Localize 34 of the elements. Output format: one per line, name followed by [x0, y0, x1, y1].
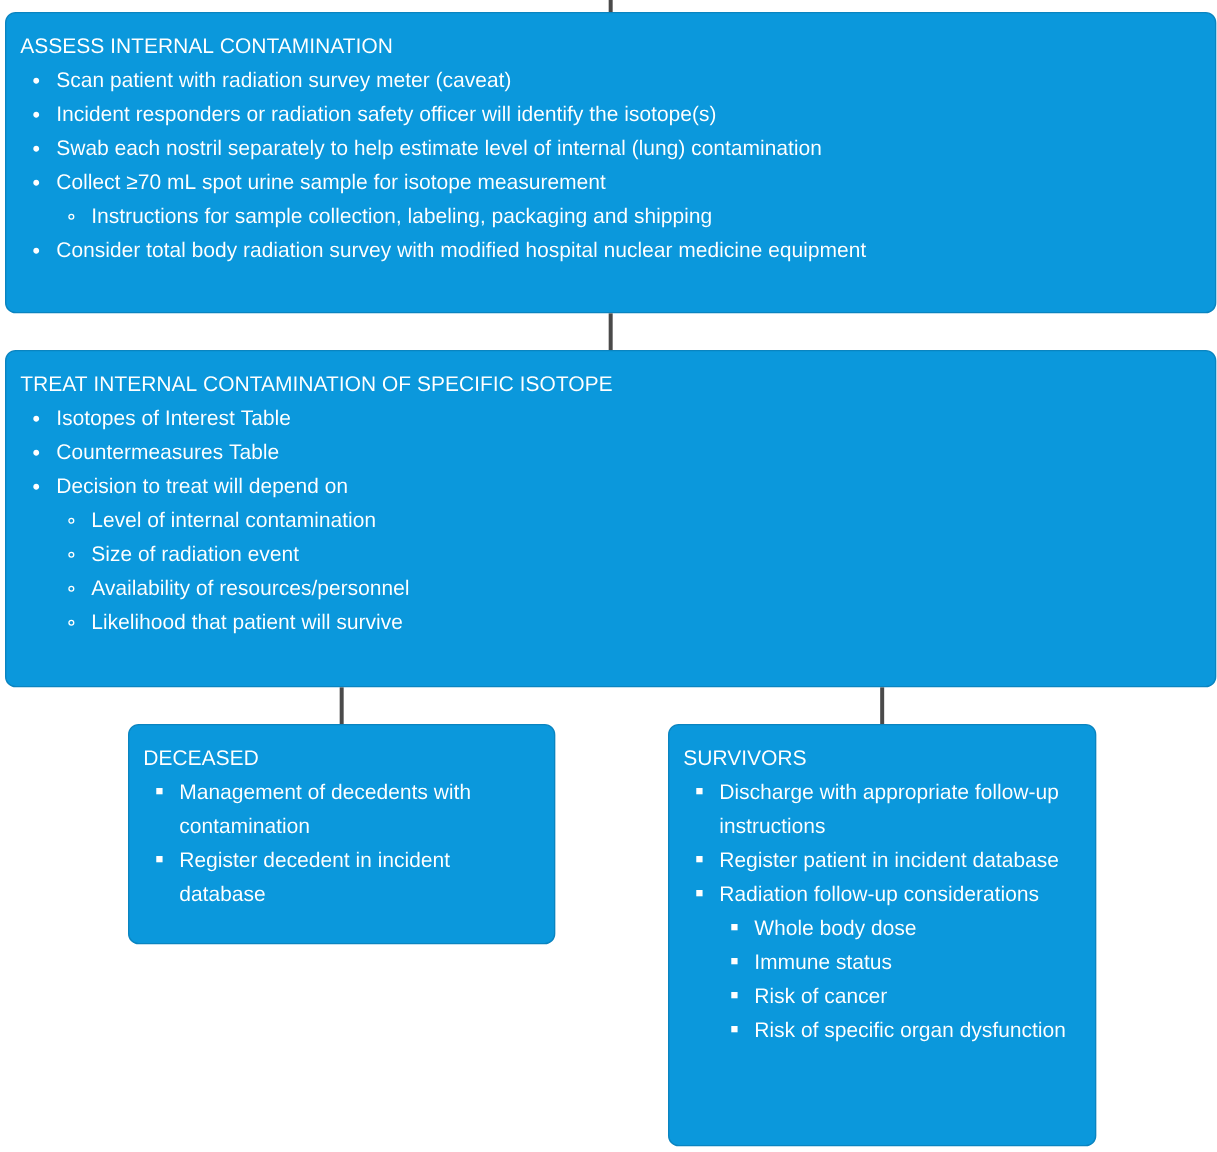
list-item: Discharge with appropriate follow-up instructions [696, 783, 1058, 834]
process-box [5, 350, 1217, 688]
list-item: Risk of specific organ dysfunction [731, 1021, 1065, 1042]
list-item: Decision to treat will depend on [33, 477, 347, 498]
list-item: Consider total body radiation survey with modified hospital nuclear medicine equipment [33, 241, 867, 262]
process-box [5, 12, 1217, 314]
list-item: Whole body dose [731, 919, 916, 940]
process-box [668, 724, 1097, 1147]
list-item: Incident responders or radiation safety officer will identify the isotope(s) [33, 105, 716, 126]
list-item: Immune status [731, 954, 892, 970]
connector-line [880, 687, 885, 724]
list-item: Collect ≥70 mL spot urine sample for isotope measurement [33, 173, 606, 194]
list-item: Register decedent in incident database [156, 851, 450, 902]
connector-line [339, 687, 344, 724]
box-heading: SURVIVORS [684, 750, 806, 766]
box-heading: TREAT INTERNAL CONTAMINATION OF SPECIFIC ISOTOPE [20, 376, 612, 392]
list-item: Isotopes of Interest Table [33, 409, 290, 430]
list-item: Level of internal contamination [68, 511, 375, 528]
list-item: Availability of resources/personnel [68, 579, 409, 600]
process-box [128, 724, 556, 945]
list-item: Register patient in incident database [696, 851, 1058, 872]
box-heading: DECEASED [145, 750, 258, 766]
list-item: Scan patient with radiation survey meter (caveat) [33, 71, 511, 92]
list-item: Risk of cancer [731, 987, 887, 1004]
list-item: Instructions for sample collection, labeling, packaging and shipping [68, 207, 711, 228]
list-item: Swab each nostril separately to help estimate level of internal (lung) contamination [33, 139, 821, 160]
list-item: Management of decedents with contamination [156, 783, 470, 834]
connector-line [608, 0, 613, 12]
list-item: Size of radiation event [68, 545, 299, 562]
list-item: Countermeasures Table [33, 443, 279, 460]
list-item: Radiation follow-up considerations [696, 885, 1039, 906]
list-item: Likelihood that patient will survive [68, 613, 402, 634]
connector-line [608, 313, 613, 350]
box-heading: ASSESS INTERNAL CONTAMINATION [20, 38, 392, 54]
